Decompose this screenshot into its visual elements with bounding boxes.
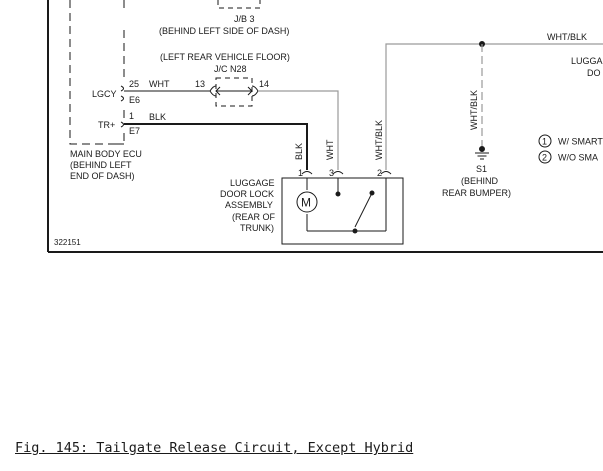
diagram-frame [47, 0, 603, 253]
wire-whtblk-top-label: WHT/BLK [547, 32, 587, 42]
legend: 1 W/ SMART 2 W/O SMA [538, 134, 603, 164]
ecu-lgcy-name: LGCY [92, 89, 117, 99]
wire-wht-vertical: WHT [325, 139, 335, 160]
ecu-name-3: END OF DASH) [70, 171, 135, 181]
legend-1-circle [538, 134, 552, 148]
ground-location-2: REAR BUMPER) [442, 188, 511, 198]
main-body-ecu-box [69, 0, 125, 145]
luggage-partial-2: DO [587, 68, 601, 78]
lock-name-3: ASSEMBLY [225, 200, 273, 210]
jb3-name: J/B 3 [234, 14, 255, 24]
ecu-tr-name: TR+ [98, 120, 115, 130]
ground-location-1: (BEHIND [461, 176, 499, 186]
legend-1-text: W/ SMART [558, 137, 603, 147]
diagram-id: 322151 [54, 238, 81, 247]
wire-whtblk-ground-label: WHT/BLK [469, 90, 479, 130]
ecu-pin-lgcy: 25 [129, 79, 139, 89]
lock-name-1: LUGGAGE [230, 178, 275, 188]
ecu-name-2: (BEHIND LEFT [70, 160, 132, 170]
ecu-tr-conn: E7 [129, 126, 140, 136]
legend-2-text: W/O SMA [558, 153, 598, 163]
lock-terminals [301, 171, 392, 175]
ecu-pin-tr: 1 [129, 111, 134, 121]
wire-wht-label-1: WHT [149, 79, 170, 89]
ground-s1-symbol [475, 146, 489, 160]
motor-symbol: M [301, 196, 311, 210]
lock-pin-2: 2 [377, 168, 382, 178]
wire-whtblk-lock-top [385, 43, 603, 170]
lock-name-2: DOOR LOCK [220, 189, 274, 199]
luggage-partial-1: LUGGA [571, 56, 603, 66]
wire-blk-label-1: BLK [149, 112, 166, 122]
lock-name-5: TRUNK) [240, 223, 274, 233]
lock-internal-wiring [306, 178, 387, 234]
jc-n28-box [209, 77, 259, 107]
wire-wht-jc-lock [258, 90, 339, 170]
legend-2-circle [538, 150, 552, 164]
luggage-door-lock-assembly [281, 177, 404, 245]
motor-icon: M [296, 191, 318, 213]
jc-name: J/C N28 [214, 64, 247, 74]
ecu-lgcy-conn: E6 [129, 95, 140, 105]
jc-pin-left: 13 [195, 79, 205, 89]
lock-pin-1: 1 [298, 168, 303, 178]
jb3-box [217, 0, 261, 9]
ecu-terminals [120, 85, 124, 128]
jc-location: (LEFT REAR VEHICLE FLOOR) [160, 52, 290, 62]
lock-pin-3: 3 [329, 168, 334, 178]
wire-whtblk-vertical: WHT/BLK [374, 120, 384, 160]
ground-name: S1 [476, 164, 487, 174]
wire-blk-ecu-lock [124, 123, 308, 170]
jb3-location: (BEHIND LEFT SIDE OF DASH) [159, 26, 289, 36]
figure-caption: Fig. 145: Tailgate Release Circuit, Exce… [15, 440, 414, 456]
legend-2-number: 2 [542, 153, 547, 163]
ecu-name-1: MAIN BODY ECU [70, 149, 142, 159]
lock-name-4: (REAR OF [232, 212, 276, 222]
wire-blk-vertical: BLK [294, 143, 304, 160]
legend-1-number: 1 [542, 137, 547, 147]
jc-pin-right: 14 [259, 79, 269, 89]
